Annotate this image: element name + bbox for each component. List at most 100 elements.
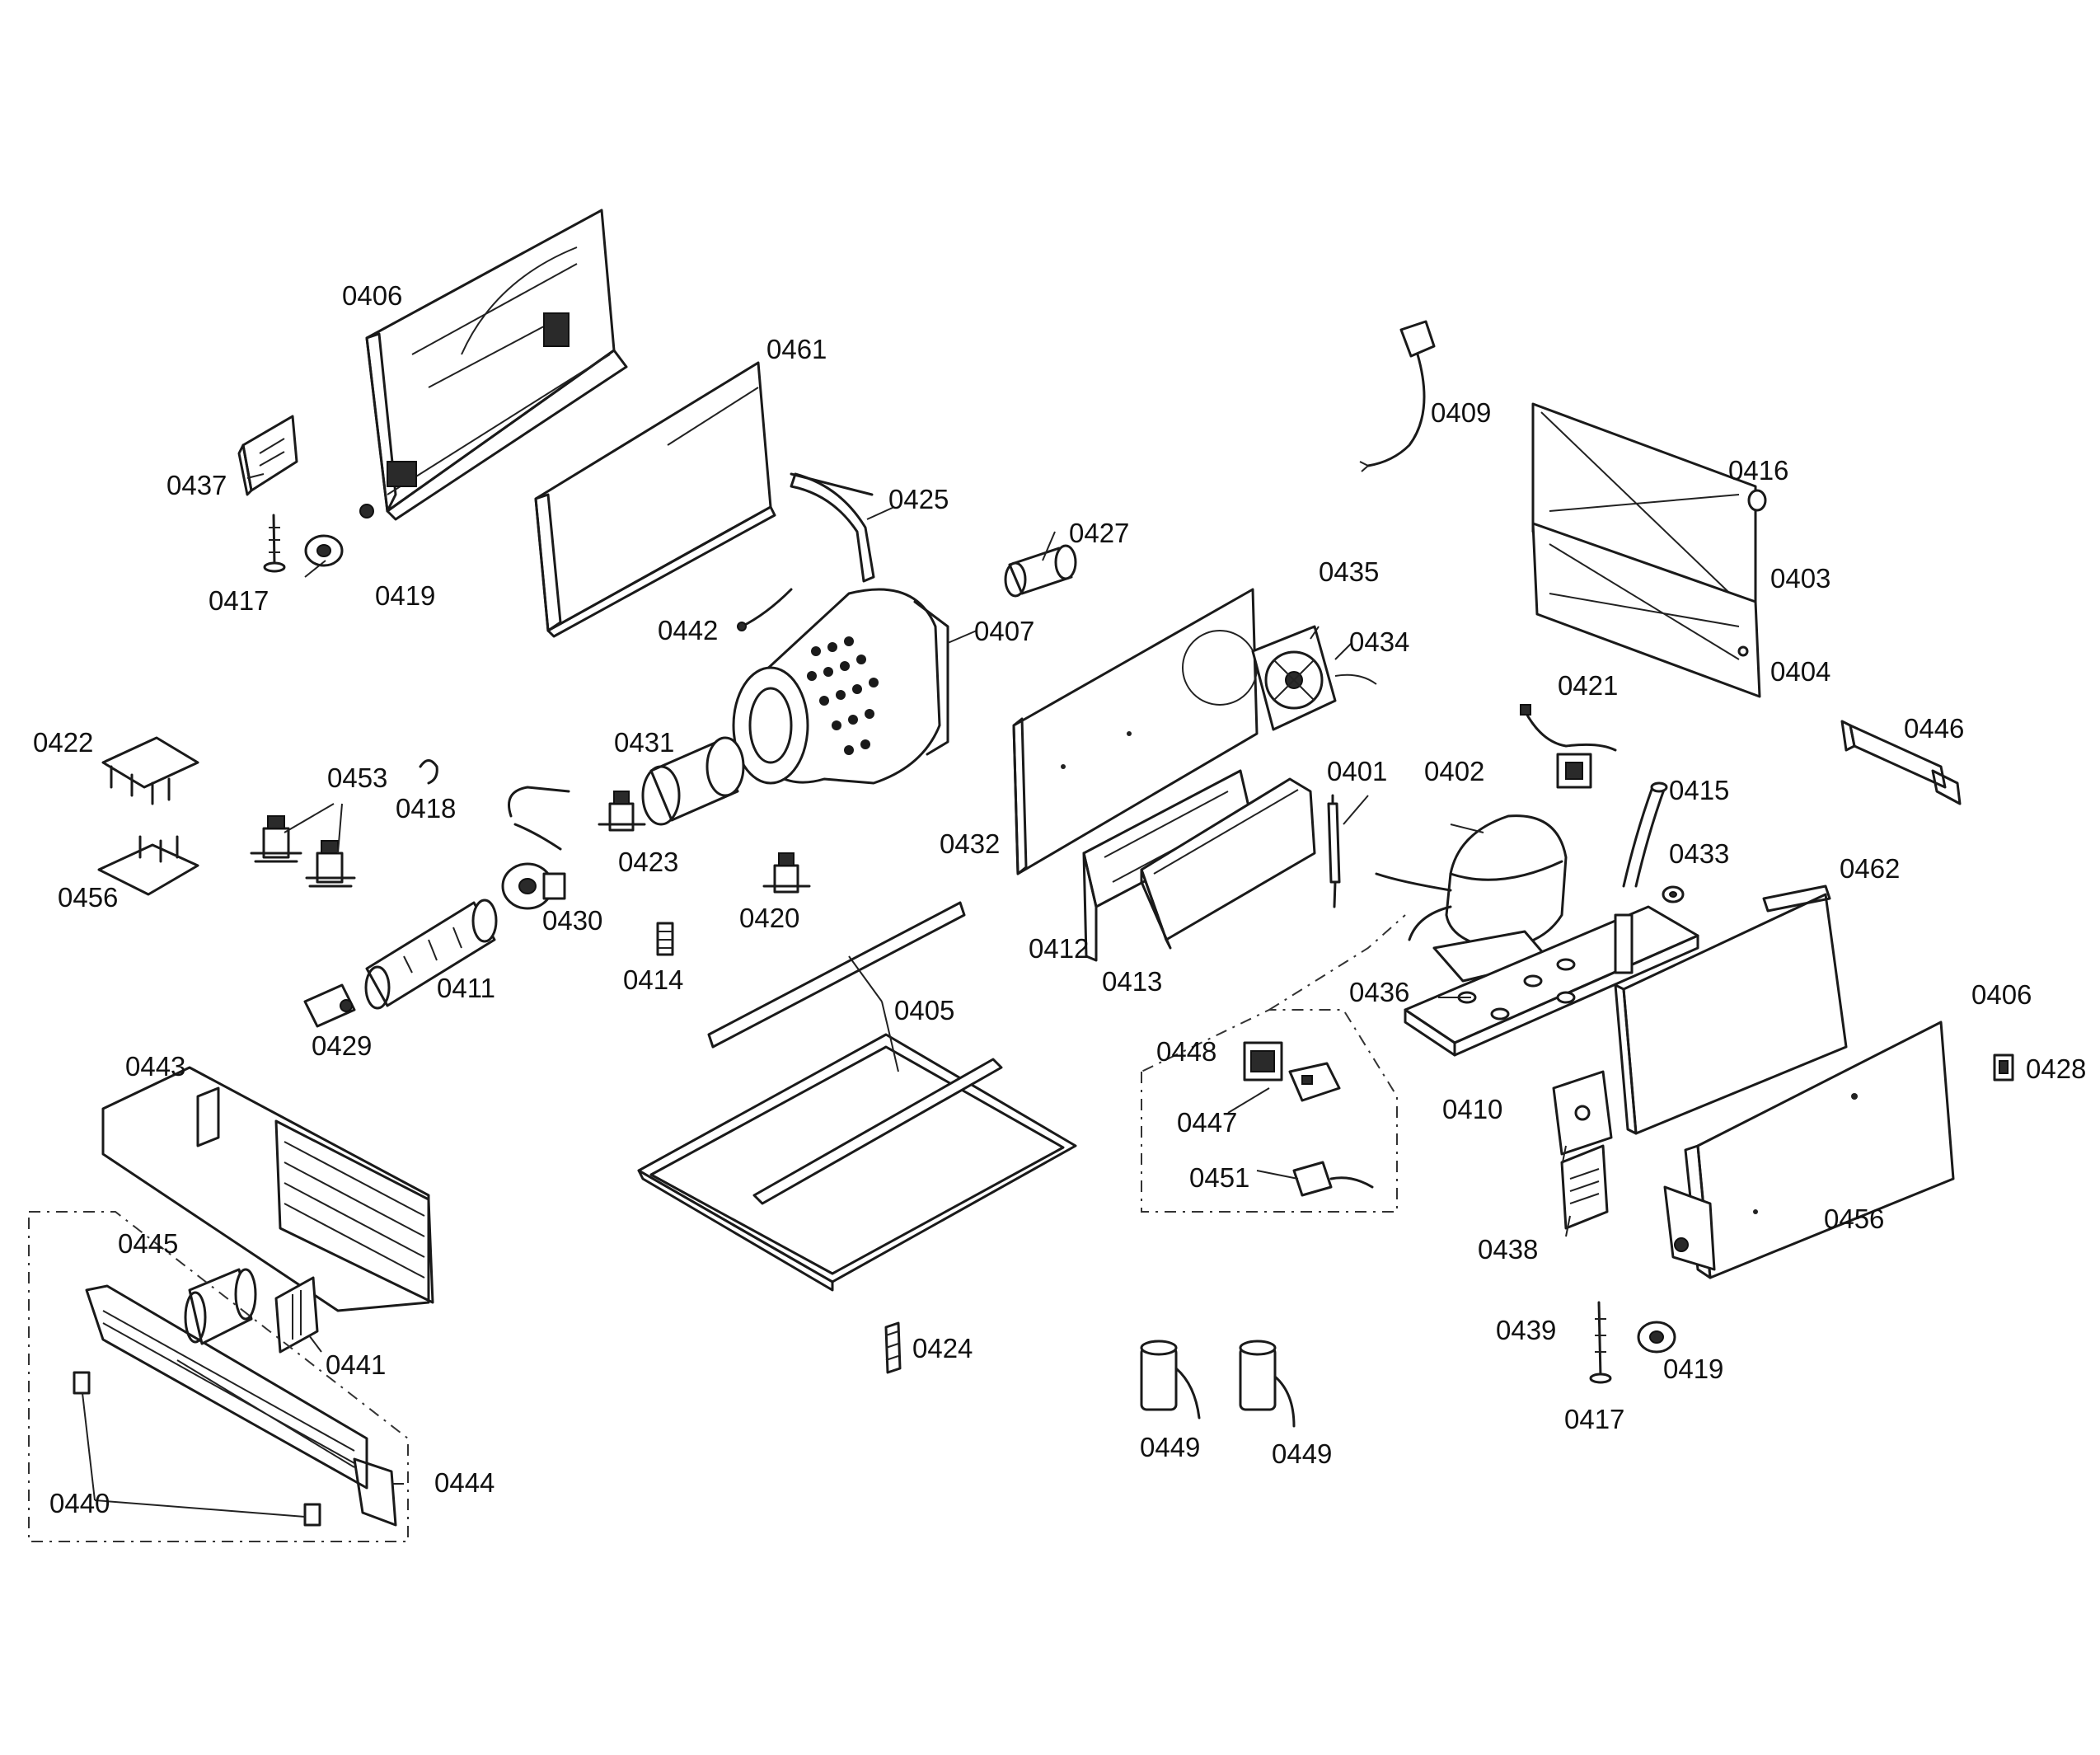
label-0411: 0411 bbox=[437, 973, 495, 1003]
part-0418-clip bbox=[419, 759, 438, 785]
label-0415: 0415 bbox=[1669, 775, 1729, 805]
label-0456-left: 0456 bbox=[58, 882, 118, 913]
part-0404-panel bbox=[1531, 522, 1761, 698]
label-0448: 0448 bbox=[1156, 1036, 1216, 1067]
label-0428: 0428 bbox=[2026, 1053, 2086, 1084]
label-0431: 0431 bbox=[614, 727, 674, 758]
label-0462: 0462 bbox=[1840, 853, 1900, 884]
label-0442: 0442 bbox=[658, 615, 718, 645]
label-0434: 0434 bbox=[1349, 626, 1409, 657]
part-0431-motor bbox=[641, 736, 745, 826]
part-0453-valve-a bbox=[250, 815, 302, 863]
label-0438: 0438 bbox=[1478, 1234, 1538, 1265]
label-0416: 0416 bbox=[1728, 455, 1788, 486]
part-0411-filter bbox=[364, 899, 498, 1010]
group-connector-compressor bbox=[1268, 914, 1406, 1011]
part-0453-valve-b bbox=[305, 840, 356, 888]
part-0422-bracket bbox=[101, 736, 199, 805]
label-0418: 0418 bbox=[396, 793, 456, 824]
part-0405-strip bbox=[707, 901, 966, 1049]
part-0433-grommet bbox=[1662, 885, 1685, 903]
label-0420: 0420 bbox=[739, 903, 799, 933]
part-0410-base-plate bbox=[1404, 905, 1699, 1057]
label-0439: 0439 bbox=[1496, 1315, 1556, 1345]
part-0440-pad-b bbox=[303, 1503, 321, 1527]
label-0447: 0447 bbox=[1177, 1107, 1237, 1138]
part-0430-valve bbox=[501, 786, 570, 910]
part-0446-bracket bbox=[1840, 720, 1962, 805]
leader-lines bbox=[82, 473, 1571, 1518]
part-0439-cover bbox=[1560, 1144, 1609, 1230]
label-0437: 0437 bbox=[166, 470, 227, 500]
label-0422: 0422 bbox=[33, 727, 93, 758]
label-0433: 0433 bbox=[1669, 838, 1729, 869]
part-0440-pad-a bbox=[73, 1371, 91, 1395]
label-0404: 0404 bbox=[1770, 656, 1830, 687]
label-0451: 0451 bbox=[1189, 1162, 1249, 1193]
label-0445: 0445 bbox=[118, 1228, 178, 1259]
part-0437-bracket bbox=[237, 415, 298, 496]
label-0417-upper: 0417 bbox=[209, 585, 269, 616]
label-0410: 0410 bbox=[1442, 1094, 1502, 1124]
part-0456-bracket-right bbox=[1663, 1185, 1716, 1271]
part-0416-knob bbox=[1747, 489, 1767, 512]
label-0440: 0440 bbox=[49, 1488, 110, 1518]
label-0435: 0435 bbox=[1319, 556, 1379, 587]
label-0429: 0429 bbox=[312, 1030, 372, 1061]
part-0449-capacitor-b bbox=[1239, 1340, 1296, 1428]
part-0401-drier bbox=[1327, 794, 1341, 908]
label-0453: 0453 bbox=[327, 763, 387, 793]
part-0407-fan-housing bbox=[732, 588, 949, 785]
label-0441: 0441 bbox=[326, 1349, 386, 1380]
label-0401: 0401 bbox=[1327, 756, 1387, 786]
label-0449-right: 0449 bbox=[1272, 1438, 1332, 1469]
label-0413: 0413 bbox=[1102, 966, 1162, 997]
label-0449-left: 0449 bbox=[1140, 1432, 1200, 1462]
part-0451-plug bbox=[1292, 1161, 1374, 1197]
part-0419-caster-upper bbox=[304, 534, 344, 567]
label-0409: 0409 bbox=[1431, 397, 1491, 428]
part-0427-cylinder bbox=[1004, 544, 1077, 598]
label-0421: 0421 bbox=[1558, 670, 1618, 701]
label-0406-upper: 0406 bbox=[342, 280, 402, 311]
part-0421-relay bbox=[1520, 704, 1617, 789]
label-0405: 0405 bbox=[894, 995, 954, 1025]
label-0406-lower: 0406 bbox=[1971, 979, 2032, 1010]
part-0449-capacitor-a bbox=[1140, 1340, 1201, 1419]
part-labels: 0406 0461 0437 0425 0409 0416 0427 0403 … bbox=[33, 280, 2086, 1518]
part-0415-hose bbox=[1622, 781, 1668, 888]
part-0461-panel bbox=[534, 361, 776, 638]
label-0446: 0446 bbox=[1904, 713, 1964, 744]
part-0417-screw-lower bbox=[1589, 1301, 1612, 1384]
label-0432: 0432 bbox=[940, 828, 1000, 859]
part-0456-bracket-left bbox=[97, 835, 199, 896]
label-0425: 0425 bbox=[888, 484, 949, 514]
label-0443: 0443 bbox=[125, 1051, 185, 1082]
part-0444-grille bbox=[85, 1284, 397, 1527]
part-0438-bracket bbox=[1552, 1070, 1613, 1156]
label-0424: 0424 bbox=[912, 1333, 973, 1363]
part-0424-strip bbox=[884, 1321, 902, 1374]
label-0430: 0430 bbox=[542, 905, 602, 936]
label-0419-upper: 0419 bbox=[375, 580, 435, 611]
part-0409-power-cord bbox=[1359, 320, 1436, 472]
label-0419-lower: 0419 bbox=[1663, 1354, 1723, 1384]
label-0461: 0461 bbox=[766, 334, 827, 364]
part-0420-valve bbox=[762, 852, 811, 894]
label-0444: 0444 bbox=[434, 1467, 495, 1498]
label-0412: 0412 bbox=[1029, 933, 1089, 964]
part-0425-bracket bbox=[790, 472, 875, 583]
part-0423-valve bbox=[598, 791, 646, 832]
part-0405-tray bbox=[637, 1033, 1077, 1292]
part-0428-switch bbox=[1993, 1053, 2014, 1082]
part-0417-screw-upper bbox=[263, 514, 286, 573]
part-0434-fan bbox=[1251, 625, 1377, 731]
part-0447-overload bbox=[1288, 1062, 1341, 1102]
part-0442-sensor bbox=[737, 588, 793, 631]
part-0441-bracket bbox=[274, 1276, 319, 1354]
label-0417-lower: 0417 bbox=[1564, 1404, 1624, 1434]
label-0414: 0414 bbox=[623, 964, 683, 995]
label-0407: 0407 bbox=[974, 616, 1034, 646]
label-0423: 0423 bbox=[618, 847, 678, 877]
